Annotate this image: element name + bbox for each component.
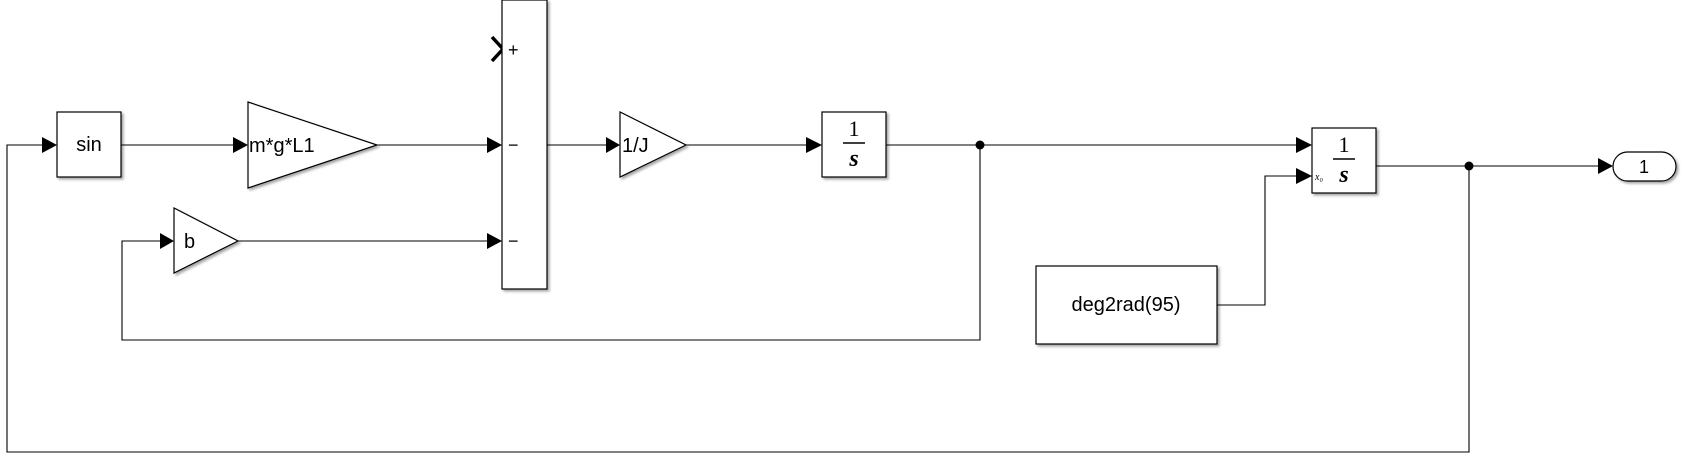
integrator-1-denominator: s <box>848 146 858 172</box>
integrator-2-block[interactable]: 1 s x₀ <box>1311 127 1377 194</box>
outport-1-block[interactable]: 1 <box>1612 151 1677 182</box>
integrator-2-ic-port-label: x₀ <box>1314 172 1323 183</box>
arrowhead-gain-in <box>233 137 248 153</box>
wire-feedback-to-b[interactable] <box>121 145 981 341</box>
integrator-2-numerator: 1 <box>1339 132 1350 157</box>
arrowhead-integrator2-in <box>1296 137 1312 153</box>
branch-point-angle <box>1464 161 1474 171</box>
arrowhead-sum-in-3 <box>487 233 502 249</box>
sin-block-label: sin <box>76 134 102 156</box>
arrowhead-sin-in <box>42 137 57 153</box>
unconnected-port-marker <box>490 35 506 63</box>
arrowhead-invj-in <box>606 137 620 153</box>
gain-b-block[interactable]: b <box>173 207 240 274</box>
wire-constant-to-ic[interactable] <box>1217 175 1296 306</box>
integrator-2-denominator: s <box>1338 162 1348 188</box>
gain-inv-j-label: 1/J <box>622 135 649 157</box>
outport-1-label: 1 <box>1639 157 1649 177</box>
sin-block[interactable]: sin <box>56 111 122 178</box>
sum-sign-3: − <box>508 231 519 251</box>
initial-condition-constant-block[interactable]: deg2rad(95) <box>1035 265 1218 345</box>
sum-block[interactable]: + − − <box>501 0 548 290</box>
signal-lines <box>6 144 1598 453</box>
gain-b-label: b <box>184 231 195 253</box>
integrator-1-block[interactable]: 1 s <box>821 111 887 178</box>
sum-sign-1: + <box>508 40 519 60</box>
arrowhead-integrator2-ic <box>1296 168 1312 184</box>
arrowhead-sum-in-2 <box>487 137 502 153</box>
initial-condition-constant-label: deg2rad(95) <box>1072 294 1181 316</box>
wire-feedback-to-sin[interactable] <box>6 144 1470 453</box>
arrowhead-integrator1-in <box>806 137 822 153</box>
arrowheads <box>42 35 1613 249</box>
gain-mgl-block[interactable]: m*g*L1 <box>247 101 379 189</box>
gain-inv-j-block[interactable]: 1/J <box>619 111 688 178</box>
gain-mgl-label: m*g*L1 <box>249 135 315 157</box>
integrator-1-numerator: 1 <box>849 116 860 141</box>
arrowhead-outport-in <box>1598 158 1613 174</box>
branch-point-velocity <box>975 140 985 150</box>
sum-sign-2: − <box>508 135 519 155</box>
arrowhead-b-in <box>160 233 174 249</box>
